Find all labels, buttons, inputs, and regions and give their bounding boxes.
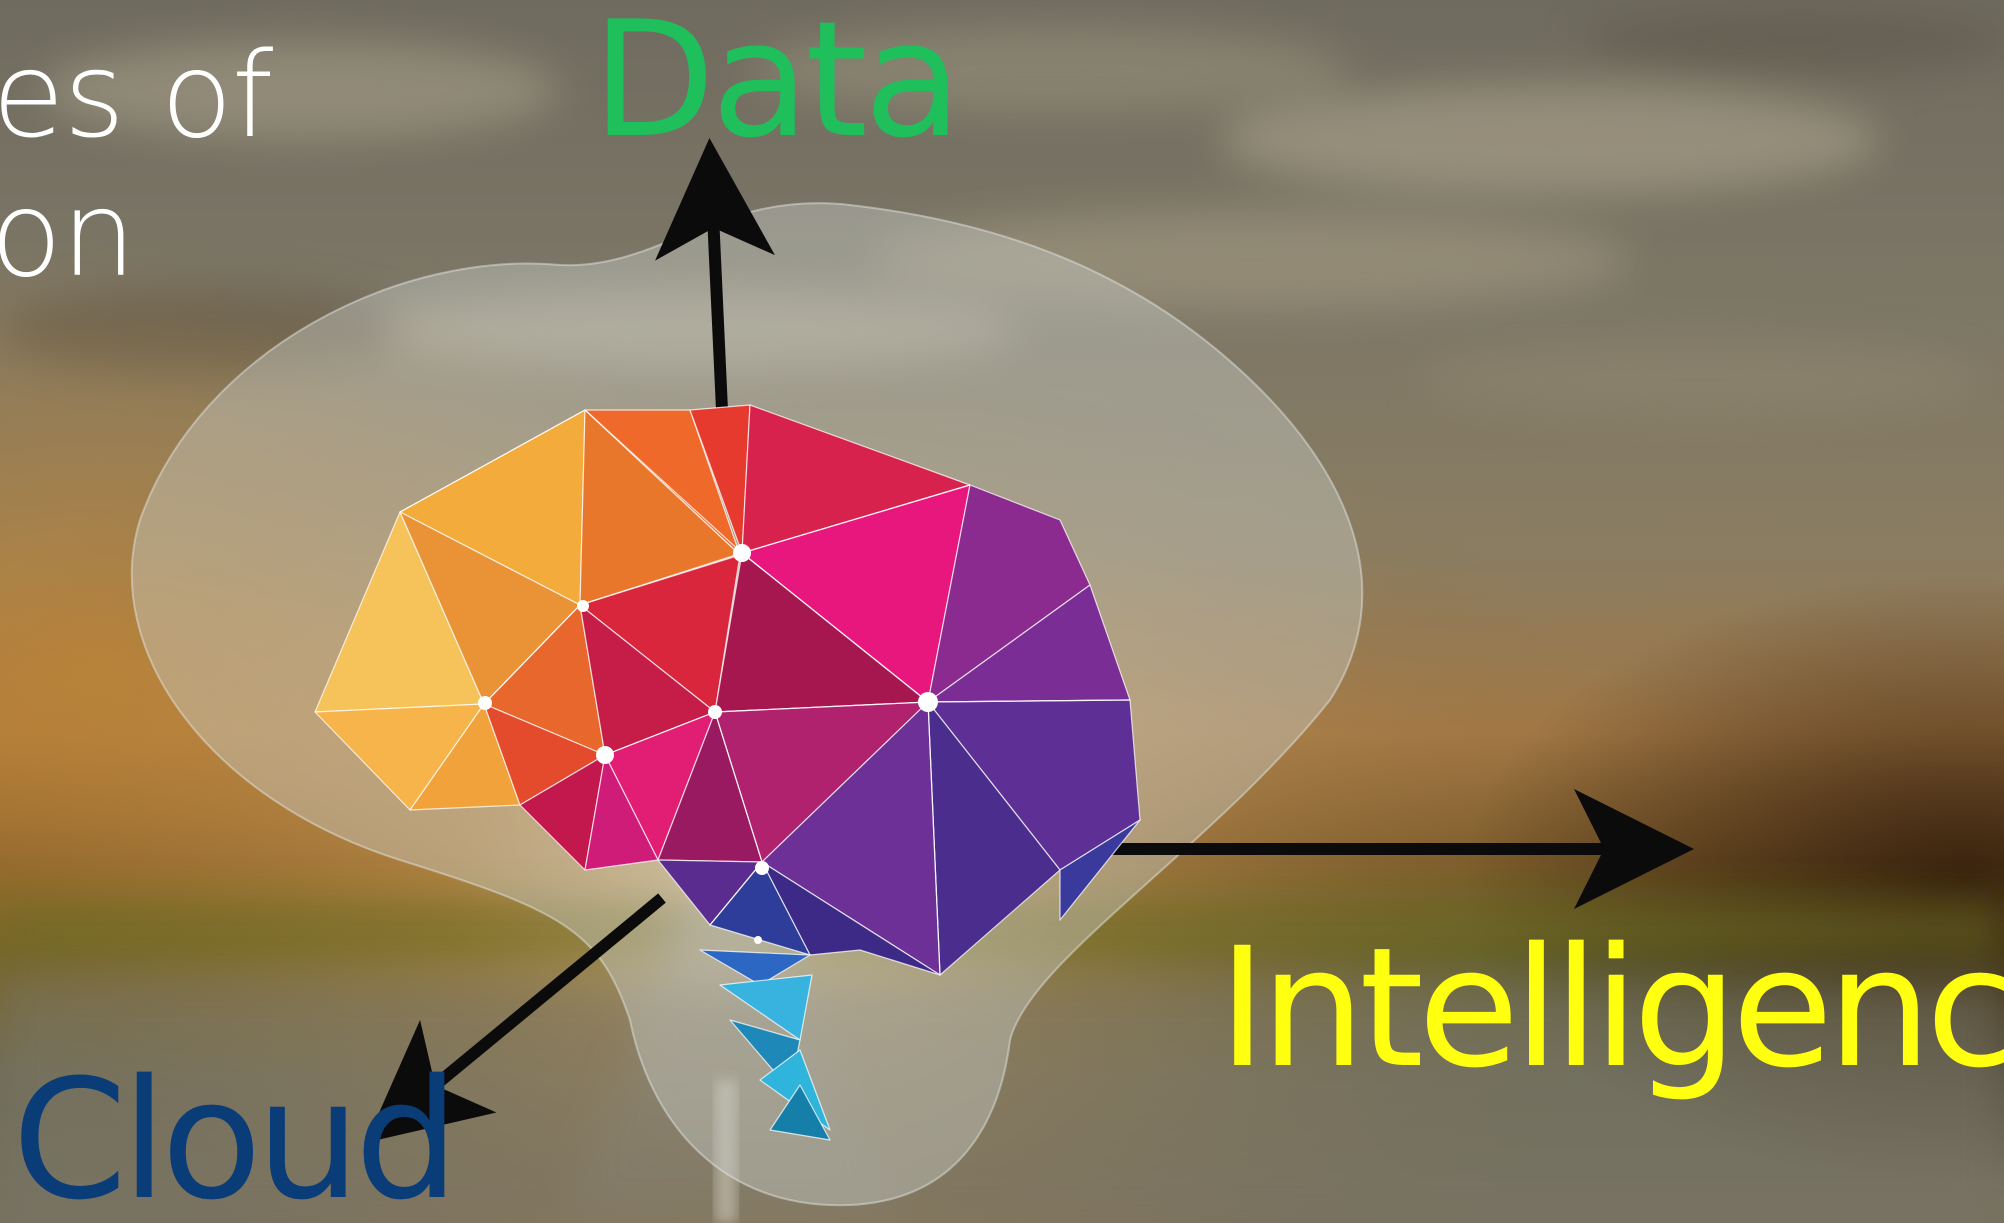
- data-axis-arrow: [655, 138, 775, 411]
- cloud-axis-arrow: [365, 893, 666, 1143]
- intelligence-axis-label: Intelligence: [1218, 912, 2004, 1104]
- cloud-axis-label: Cloud: [12, 1044, 459, 1223]
- title-fragment-line-2: on: [0, 165, 136, 303]
- polygonal-brain-icon: [314, 404, 1141, 1141]
- data-axis-label: Data: [592, 0, 962, 173]
- title-fragment-line-1: es of: [0, 26, 273, 164]
- brain-nodes: [478, 544, 938, 944]
